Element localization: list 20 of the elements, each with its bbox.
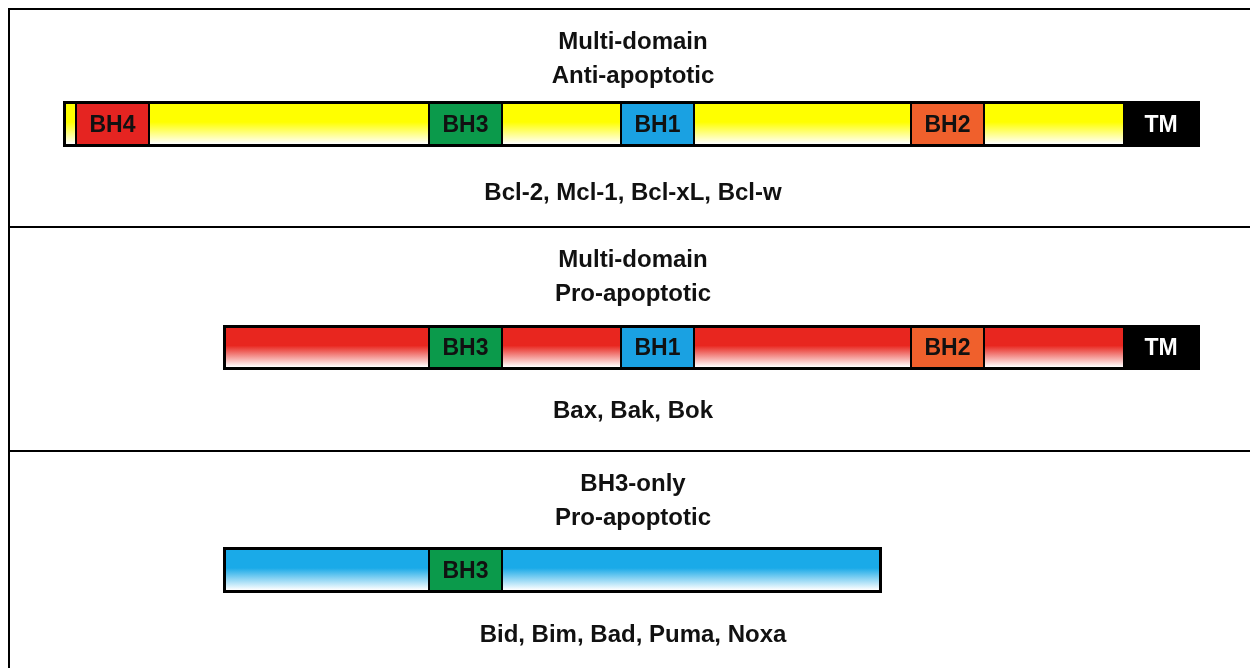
group-title: Multi-domain Pro-apoptotic bbox=[554, 244, 712, 308]
domain-block: BH1 bbox=[620, 104, 695, 144]
domain-block: BH3 bbox=[428, 328, 503, 367]
domain-block: BH3 bbox=[428, 104, 503, 144]
protein-list: Bcl-2, Mcl-1, Bcl-xL, Bcl-w bbox=[484, 178, 782, 206]
domain-block: BH1 bbox=[620, 328, 695, 367]
domain-block: BH2 bbox=[910, 104, 985, 144]
domain-block: BH4 bbox=[75, 104, 150, 144]
protein-bar bbox=[223, 325, 1200, 370]
group-panel bbox=[8, 8, 1250, 228]
protein-list: Bax, Bak, Bok bbox=[552, 396, 714, 424]
protein-bar bbox=[63, 101, 1200, 147]
domain-block: TM bbox=[1123, 328, 1197, 367]
domain-block: BH3 bbox=[428, 550, 503, 590]
protein-bar bbox=[223, 547, 882, 593]
domain-block: TM bbox=[1123, 104, 1197, 144]
group-title: BH3-only Pro-apoptotic bbox=[554, 468, 712, 532]
protein-list: Bid, Bim, Bad, Puma, Noxa bbox=[479, 620, 787, 648]
domain-block: BH2 bbox=[910, 328, 985, 367]
group-title: Multi-domain Anti-apoptotic bbox=[550, 26, 716, 90]
